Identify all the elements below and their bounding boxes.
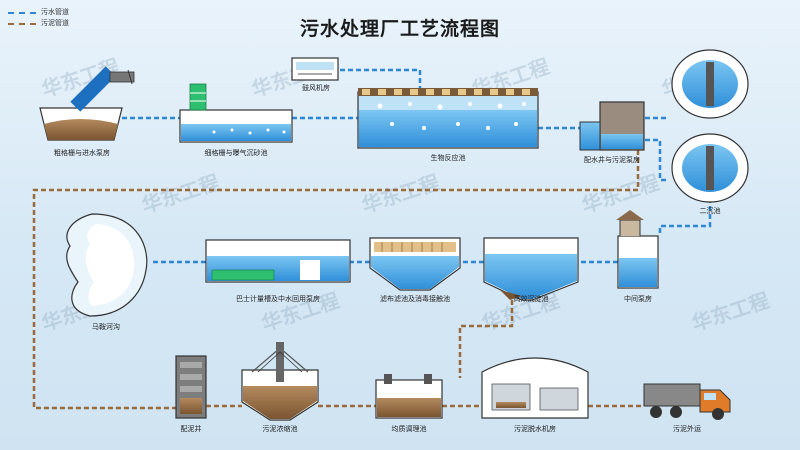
legend-sludge-label: 污泥管道 <box>41 19 69 27</box>
label-thickener: 污泥浓缩池 <box>262 425 298 433</box>
diagram-title: 污水处理厂工艺流程图 <box>299 18 500 40</box>
label-blower: 鼓风机房 <box>302 84 330 92</box>
pipe-sludge-high <box>458 300 514 378</box>
label-dewater: 污泥脱水机房 <box>514 425 556 433</box>
fine-screen-unit <box>179 83 293 143</box>
sludge-pipes <box>32 150 644 410</box>
intermediate-pump-unit <box>616 210 659 289</box>
filter-unit <box>369 237 461 291</box>
label-parshall: 巴士计量槽及中水回用泵房 <box>236 295 320 303</box>
label-intermediate: 中间泵房 <box>624 295 652 303</box>
label-coarse-screen: 粗格栅与进水泵房 <box>54 149 110 157</box>
label-filter: 滤布滤池及消毒接触池 <box>380 295 450 303</box>
label-bio-tank: 生物反应池 <box>430 154 466 162</box>
coarse-screen-unit <box>39 66 135 141</box>
water-pipe-swatch <box>8 11 36 14</box>
label-outbound: 污泥外运 <box>673 425 701 433</box>
legend-water-pipe: 污水管道 <box>8 7 69 18</box>
label-river: 马鞍河沟 <box>92 323 120 331</box>
water-pipes <box>122 68 712 264</box>
thickener-unit <box>241 342 319 421</box>
legend-water-label: 污水管道 <box>41 8 69 16</box>
high-eff-sedimentation-unit <box>483 237 579 301</box>
parshall-unit <box>205 239 351 283</box>
secondary-clarifier-unit <box>671 49 749 203</box>
label-distribution: 配水井与污泥泵房 <box>584 156 640 164</box>
bio-tank-unit <box>357 88 539 149</box>
dewatering-unit <box>481 357 589 419</box>
truck-unit <box>643 383 731 420</box>
pipe-dist-to-sec2 <box>645 138 668 182</box>
blower-room-unit <box>291 57 339 81</box>
label-high-eff: 高效沉淀池 <box>513 295 549 303</box>
pipe-sec-to-mid <box>658 190 712 236</box>
river-unit <box>66 213 148 317</box>
pipe-blower-to-bio <box>340 68 422 90</box>
label-balance: 均质调理池 <box>391 425 427 433</box>
legend-sludge-pipe: 污泥管道 <box>8 18 69 29</box>
label-sludge-well: 配泥井 <box>180 425 202 433</box>
label-fine-screen: 细格栅与曝气沉砂池 <box>204 149 268 157</box>
distribution-well-unit <box>579 101 645 151</box>
legend: 污水管道 污泥管道 <box>8 7 69 29</box>
pipe-sludge-return <box>32 150 640 410</box>
balance-tank-unit <box>375 374 443 419</box>
sludge-pipe-swatch <box>8 22 36 25</box>
label-secondary: 二沉池 <box>699 207 721 215</box>
sludge-well-unit <box>175 355 207 419</box>
